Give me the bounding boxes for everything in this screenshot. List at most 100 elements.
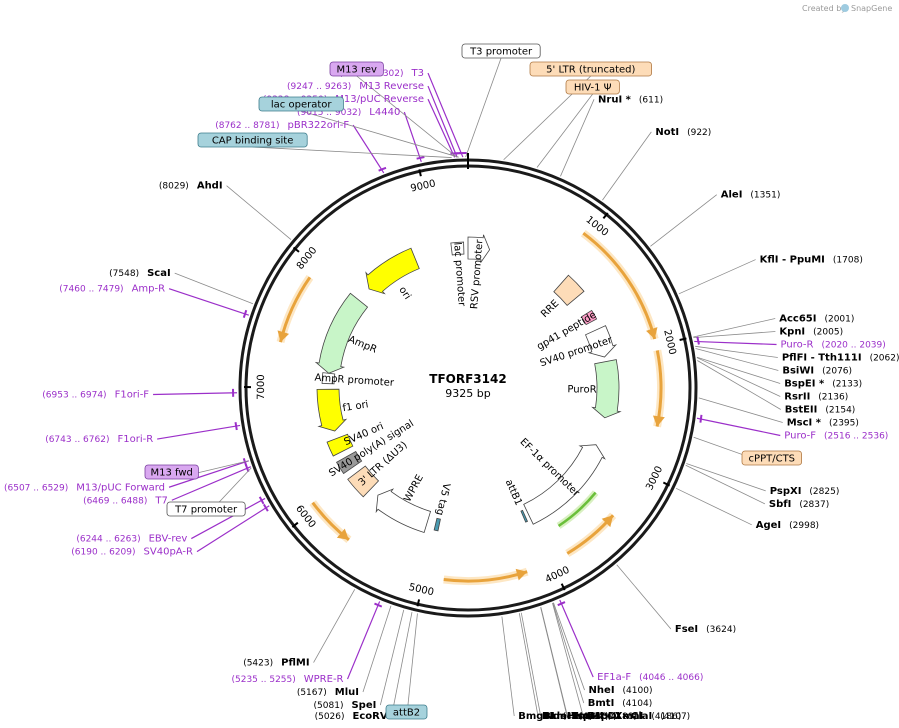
site-sbfi[interactable]: SbfI(2837) <box>769 499 829 510</box>
site-bspdi-clai[interactable]: BspDI - ClaI(4107) <box>587 711 690 722</box>
feature-attb1[interactable]: attB1 <box>503 478 528 523</box>
primer-ebv-rev[interactable]: EBV-rev(6244 .. 6263) <box>76 534 187 545</box>
orf-arrowhead <box>336 528 349 540</box>
feature-rre[interactable]: RRE <box>539 274 585 320</box>
site-kpni[interactable]: KpnI(2005) <box>779 326 843 337</box>
site-position: (2837) <box>799 500 829 510</box>
box-label-hiv-1-[interactable]: HIV-1 Ψ <box>565 79 620 95</box>
site-name: BamHI <box>542 711 579 722</box>
box-label-cppt-cts[interactable]: cPPT/CTS <box>741 450 802 466</box>
primer-mark <box>258 496 265 505</box>
box-label-frame <box>144 464 199 480</box>
primer-m13-puc-forward[interactable]: M13/pUC Forward(6507 .. 6529) <box>4 482 165 493</box>
primer-f1ori-f[interactable]: F1ori-F(6953 .. 6974) <box>42 390 149 401</box>
site-acc65i[interactable]: Acc65I(2001) <box>779 313 854 324</box>
site-nrui-[interactable]: NruI *(611) <box>598 94 663 105</box>
site-bspei-[interactable]: BspEI *(2133) <box>784 378 862 389</box>
site-leader-line <box>552 602 584 717</box>
site-ecorv[interactable]: EcoRV(5026) <box>315 711 388 722</box>
site-ahdi[interactable]: AhdI(8029) <box>159 181 223 192</box>
primer-range: (6953 .. 6974) <box>42 391 106 401</box>
box-label-t7-promoter[interactable]: T7 promoter <box>166 501 246 517</box>
site-nhei[interactable]: NheI(4100) <box>589 685 653 696</box>
site-mlui[interactable]: MluI(5167) <box>297 687 359 698</box>
site-bmti[interactable]: BmtI(4104) <box>588 698 652 709</box>
primer-amp-r[interactable]: Amp-R(7460 .. 7479) <box>59 284 165 295</box>
primer-name: pBR322ori-F <box>288 120 350 131</box>
site-pflmi[interactable]: PflMI(5423) <box>243 658 309 669</box>
primer-t7[interactable]: T7(6469 .. 6488) <box>83 495 168 506</box>
primer-leader-line <box>427 72 464 158</box>
feature-ori[interactable]: ori <box>365 247 420 302</box>
tick-label: 5000 <box>408 582 435 598</box>
site-position: (1708) <box>833 256 863 266</box>
site-noti[interactable]: NotI(922) <box>655 127 711 138</box>
site-fsei[interactable]: FseI(3624) <box>675 624 736 635</box>
feature-shape <box>365 247 420 295</box>
site-pflfi-tth111i[interactable]: PflFI - Tth111I(2062) <box>782 352 899 363</box>
site-position: (4107) <box>660 712 690 722</box>
site-bsiwi[interactable]: BsiWI(2076) <box>782 365 852 376</box>
primer-m13-reverse[interactable]: M13 Reverse(9247 .. 9263) <box>287 81 424 92</box>
primer-name: M13/pUC Forward <box>76 482 165 493</box>
box-label-t3-promoter[interactable]: T3 promoter <box>461 43 541 59</box>
site-leader-line <box>313 589 356 663</box>
feature-shape <box>584 325 618 358</box>
primer-sv40pa-r[interactable]: SV40pA-R(6190 .. 6209) <box>71 547 193 558</box>
feature-shape <box>467 234 491 263</box>
feature-lac-promoter[interactable]: lac promoter <box>450 241 467 308</box>
site-bamhi[interactable]: BamHI(4330) <box>542 711 617 722</box>
feature-label: f1 ori <box>342 399 370 414</box>
primer-mark <box>557 601 566 607</box>
site-msci-[interactable]: MscI *(2395) <box>787 417 859 428</box>
site-scai[interactable]: ScaI(7548) <box>109 268 171 279</box>
site-position: (7548) <box>109 269 139 279</box>
feature-rsv-promoter[interactable]: RSV promoter <box>467 234 491 310</box>
feature-wpre[interactable]: WPRE <box>375 473 432 533</box>
site-bmgbi[interactable]: BmgBI(4444) <box>518 711 592 722</box>
site-name: NdeI <box>545 711 571 722</box>
feature-f1-ori[interactable]: f1 ori <box>316 388 370 432</box>
site-kfli-ppumi[interactable]: KflI - PpuMI(1708) <box>760 255 863 266</box>
primer-l4440[interactable]: L4440(9015 .. 9032) <box>297 107 400 118</box>
box-label-5-ltr-truncated-[interactable]: 5' LTR (truncated) <box>529 61 652 77</box>
boxed-labels: T3 promoter 5' LTR (truncated) HIV-1 Ψ M13 … <box>144 43 802 720</box>
box-label-m13-rev[interactable]: M13 rev <box>329 61 384 77</box>
feature-ampr-promoter[interactable]: AmpR promoter <box>314 372 395 389</box>
site-position: (5167) <box>297 688 327 698</box>
primer-ef1a-f[interactable]: EF1a-F (4046 .. 4066) <box>597 672 703 683</box>
site-rsrii[interactable]: RsrII(2136) <box>784 391 848 402</box>
primer-wpre-r[interactable]: WPRE-R(5235 .. 5255) <box>231 674 343 685</box>
site-smai[interactable]: SmaI(4188) <box>571 711 637 722</box>
site-alei[interactable]: AleI(1351) <box>721 190 781 201</box>
feature-shape <box>321 372 336 385</box>
site-tspmi-xmai[interactable]: TspMI - XmaI(4186) <box>571 711 681 722</box>
primer-puro-f[interactable]: Puro-F(2516 .. 2536) <box>784 430 888 441</box>
site-ndei[interactable]: NdeI(4317) <box>545 711 609 722</box>
primer-puro-r[interactable]: Puro-R(2020 .. 2039) <box>781 339 886 350</box>
box-label-lac-operator[interactable]: lac operator <box>258 96 344 112</box>
feature-label: ori <box>396 285 412 302</box>
box-label-m13-fwd[interactable]: M13 fwd <box>144 464 199 480</box>
feature-ampr[interactable]: AmpR <box>314 292 378 374</box>
primer-pbr322ori-f[interactable]: pBR322ori-F(8762 .. 8781) <box>215 120 349 131</box>
site-name: SmaI <box>571 711 599 722</box>
box-label-attb2[interactable]: attB2 <box>385 704 428 720</box>
primer-name: EF1a-F <box>597 672 631 683</box>
primer-f1ori-r[interactable]: F1ori-R(6743 .. 6762) <box>45 434 153 445</box>
site-position: (8029) <box>159 182 189 192</box>
box-label-cap-binding-site[interactable]: CAP binding site <box>197 132 308 148</box>
feature-ef-1-promoter[interactable]: EF-1α promoter <box>518 437 606 525</box>
site-spei[interactable]: SpeI(5081) <box>314 700 377 711</box>
feature-v5-tag[interactable]: V5 tag <box>434 482 452 532</box>
feature-puror[interactable]: PuroR <box>567 359 622 419</box>
site-agei[interactable]: AgeI(2998) <box>756 520 819 531</box>
tick-mark <box>291 521 299 528</box>
site-name: NheI <box>589 685 615 696</box>
site-bsteii[interactable]: BstEII(2154) <box>785 404 856 415</box>
feature-shape <box>314 292 369 374</box>
primer-range: (4046 .. 4066) <box>639 673 703 683</box>
site-leader-line <box>697 360 781 410</box>
site-pspxi[interactable]: PspXI(2825) <box>770 486 840 497</box>
